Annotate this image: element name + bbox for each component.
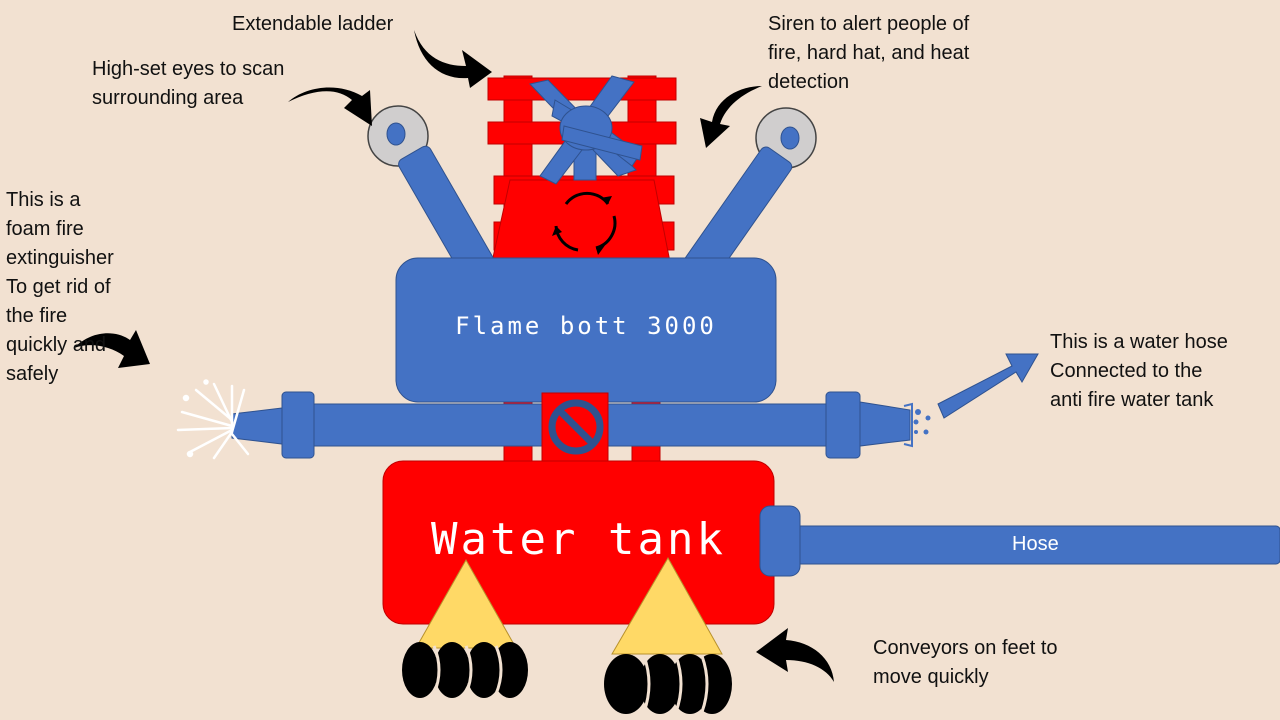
annotation-eyes: High-set eyes to scan surrounding area [92, 58, 285, 109]
head-siren-base [491, 179, 671, 263]
hose-label: Hose [1012, 533, 1059, 555]
annotation-conveyors: Conveyors on feet to move quickly [873, 637, 1058, 688]
siren [529, 75, 643, 185]
right-foot [611, 556, 723, 655]
hose [759, 505, 1280, 577]
siren-arrow [700, 86, 762, 148]
left-eye [367, 105, 429, 167]
ladder-arrow [414, 30, 492, 88]
water-nozzle [903, 402, 913, 448]
annotation-ladder: Extendable ladder [232, 13, 394, 35]
foam-burst-icon [176, 379, 250, 460]
annotation-siren: Siren to alert people of fire, hard hat,… [768, 13, 970, 93]
no-entry-icon [541, 392, 609, 464]
robot-body-label: Flame bott 3000 [455, 312, 717, 340]
left-conveyor [402, 642, 528, 698]
right-conveyor [604, 654, 732, 714]
conveyor-arrow [756, 628, 834, 682]
water-tank-label: Water tank [431, 514, 726, 565]
foam-arrow [74, 330, 150, 368]
water-spray [913, 409, 931, 435]
eyes-arrow [288, 87, 372, 126]
water-hose-arrow [937, 353, 1039, 419]
rotate-cycle-icon [552, 191, 617, 255]
annotation-water-hose: This is a water hose Connected to the an… [1050, 331, 1228, 411]
annotation-foam: This is a foam fire extinguisher To get … [6, 189, 114, 385]
